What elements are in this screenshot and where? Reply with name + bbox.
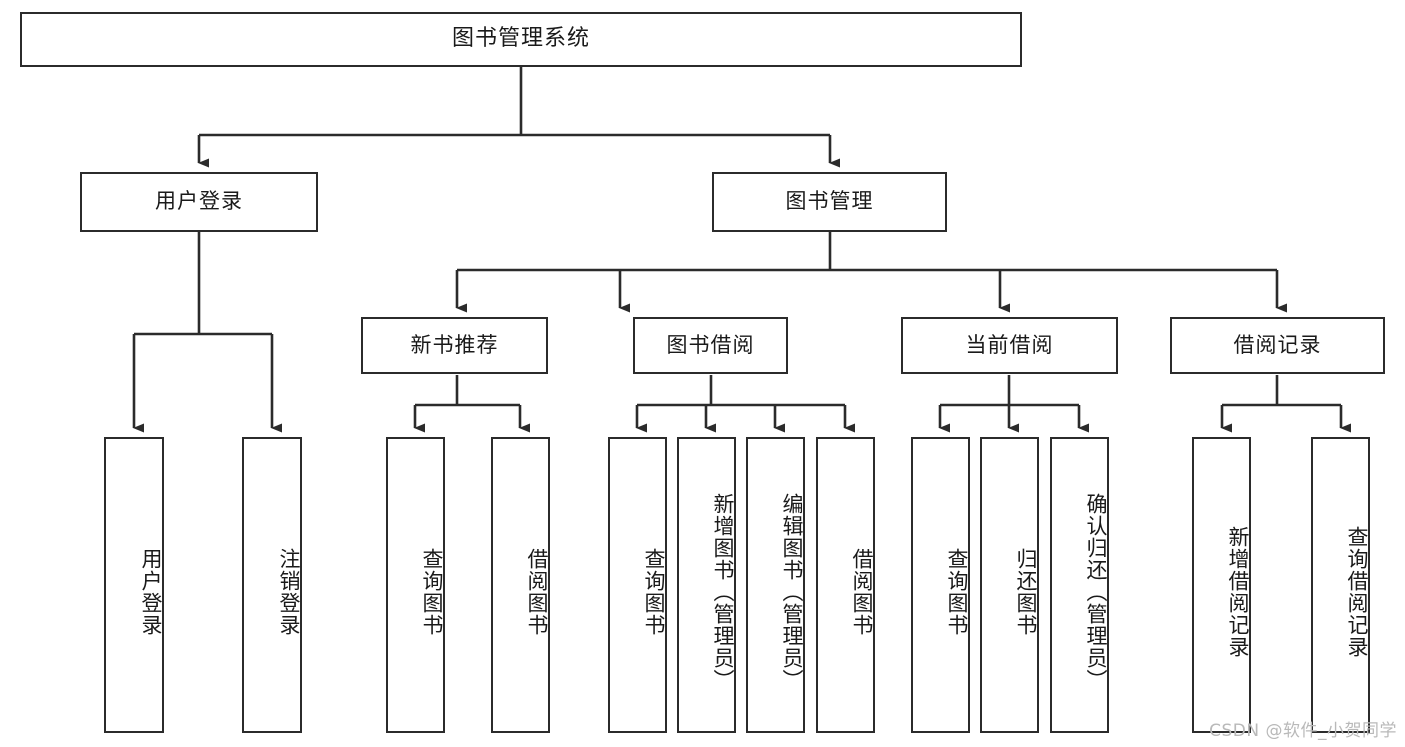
node-label: 归还图书	[1014, 548, 1038, 636]
leaf-return-book[interactable]: 归还图书	[980, 437, 1039, 733]
node-label: 用户登录	[139, 548, 163, 636]
node-label: 新增图书（管理员）	[711, 493, 735, 691]
node-borrow-record[interactable]: 借阅记录	[1170, 317, 1385, 374]
node-label: 查询图书	[420, 548, 444, 636]
leaf-add-book-admin[interactable]: 新增图书（管理员）	[677, 437, 736, 733]
node-label: 注销登录	[277, 548, 301, 636]
node-label: 借阅记录	[1233, 332, 1322, 357]
leaf-query-book-newbook[interactable]: 查询图书	[386, 437, 445, 733]
node-label: 查询图书	[945, 548, 969, 636]
node-book-management[interactable]: 图书管理	[712, 172, 947, 232]
node-label: 图书管理	[785, 189, 874, 214]
csdn-watermark: CSDN @软件_小贺同学	[1209, 721, 1397, 741]
node-label: 新增借阅记录	[1226, 526, 1250, 658]
node-new-book-recommend[interactable]: 新书推荐	[361, 317, 548, 374]
leaf-query-book-borrow[interactable]: 查询图书	[608, 437, 667, 733]
node-label: 图书借阅	[666, 332, 755, 357]
node-user-login[interactable]: 用户登录	[80, 172, 318, 232]
leaf-user-login[interactable]: 用户登录	[104, 437, 164, 733]
node-label: 借阅图书	[525, 548, 549, 636]
node-label: 查询图书	[642, 548, 666, 636]
node-label: 用户登录	[155, 189, 243, 214]
leaf-edit-book-admin[interactable]: 编辑图书（管理员）	[746, 437, 805, 733]
node-label: 查询借阅记录	[1345, 526, 1369, 658]
leaf-query-borrow-record[interactable]: 查询借阅记录	[1311, 437, 1370, 733]
node-current-borrow[interactable]: 当前借阅	[901, 317, 1118, 374]
node-label: 借阅图书	[850, 548, 874, 636]
node-root-book-management-system[interactable]: 图书管理系统	[20, 12, 1022, 67]
leaf-borrow-book-newbook[interactable]: 借阅图书	[491, 437, 550, 733]
leaf-borrow-book-borrow[interactable]: 借阅图书	[816, 437, 875, 733]
leaf-confirm-return-admin[interactable]: 确认归还（管理员）	[1050, 437, 1109, 733]
leaf-logout-login[interactable]: 注销登录	[242, 437, 302, 733]
leaf-query-book-current[interactable]: 查询图书	[911, 437, 970, 733]
node-label: 新书推荐	[410, 332, 499, 357]
node-book-borrow[interactable]: 图书借阅	[633, 317, 788, 374]
node-label: 确认归还（管理员）	[1084, 493, 1108, 691]
node-label: 图书管理系统	[451, 26, 590, 52]
node-label: 编辑图书（管理员）	[780, 493, 804, 691]
node-label: 当前借阅	[965, 332, 1054, 357]
leaf-add-borrow-record[interactable]: 新增借阅记录	[1192, 437, 1251, 733]
